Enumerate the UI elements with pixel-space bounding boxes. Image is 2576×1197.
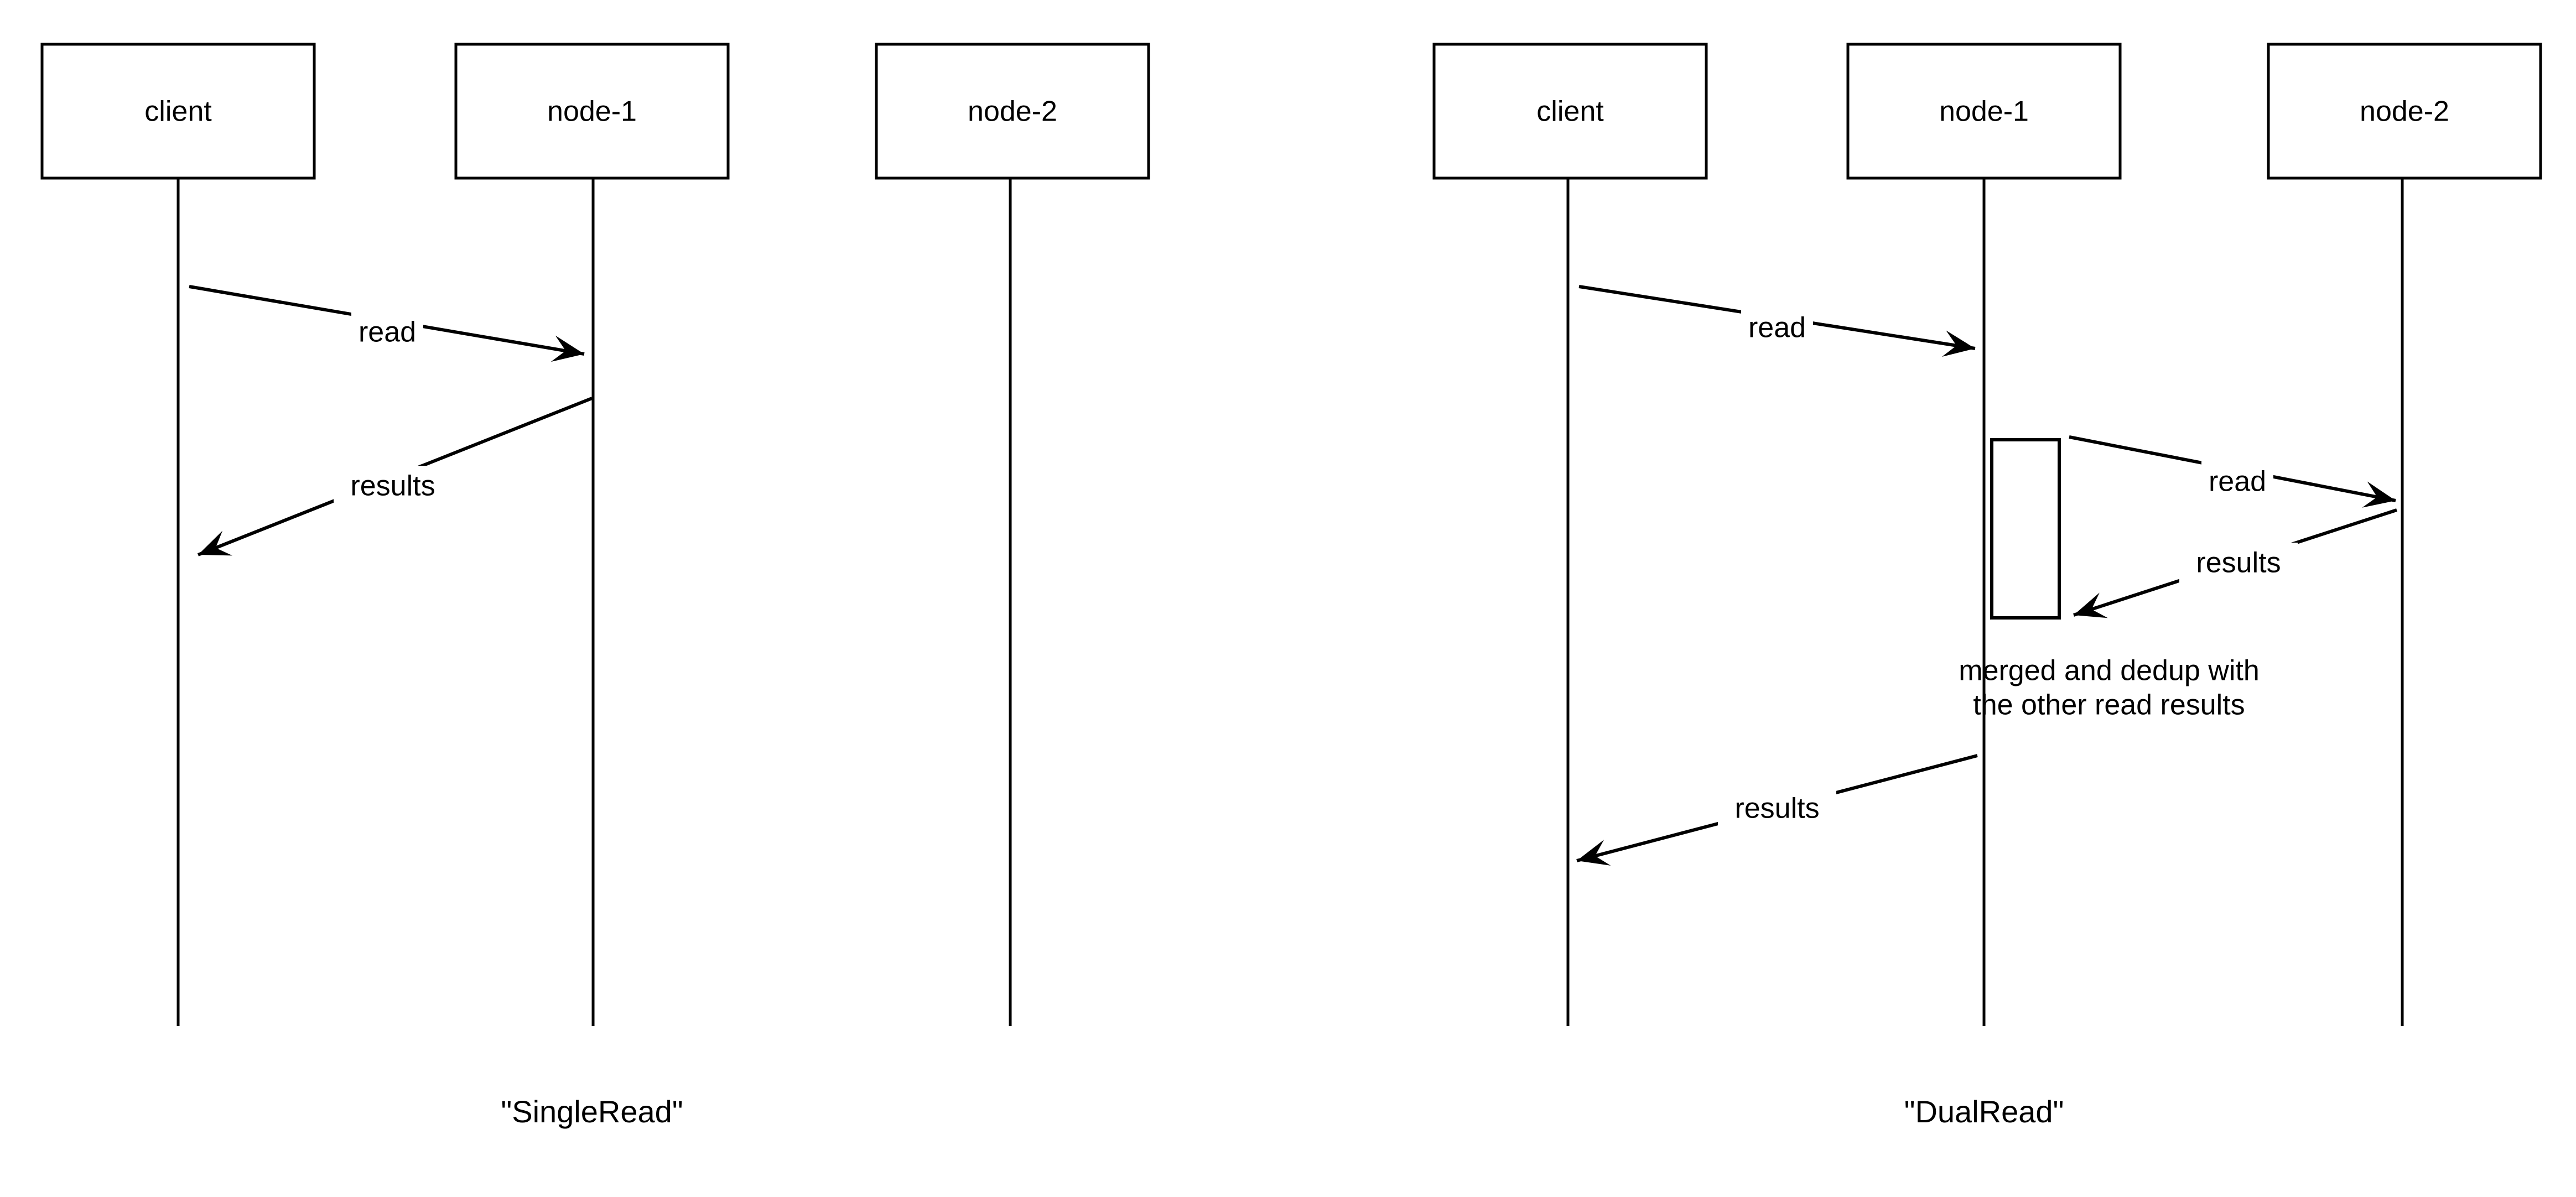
participant-box-client[interactable] bbox=[1432, 43, 1708, 180]
participant-label-client: client bbox=[144, 96, 212, 128]
note-line-0-1: the other read results bbox=[1973, 689, 2245, 721]
participant-label-node-1: node-1 bbox=[547, 96, 637, 128]
message-arrowhead-results-3 bbox=[1577, 840, 1611, 866]
diagram-dual-read: client node-1 node-2 read read results results… bbox=[1432, 43, 2542, 1129]
message-label-bg-0 bbox=[1741, 308, 1813, 347]
participant-box-node-2[interactable] bbox=[875, 43, 1150, 180]
note-line-0-0: merged and dedup with bbox=[1959, 655, 2260, 687]
participant-label-node-2: node-2 bbox=[2360, 96, 2449, 128]
message-label-read-0: read bbox=[359, 316, 416, 348]
activation-box-node-1-0 bbox=[1990, 438, 2061, 620]
participant-label-client: client bbox=[1536, 96, 1604, 128]
participant-box-node-1[interactable] bbox=[454, 43, 730, 180]
message-label-read-0: read bbox=[1748, 312, 1806, 344]
message-label-bg-0 bbox=[351, 312, 423, 352]
message-arrowhead-read-1 bbox=[2362, 481, 2396, 508]
message-arrowhead-results-2 bbox=[2074, 592, 2108, 618]
svg-root: client node-1 node-2 read results "SingleRead… bbox=[40, 43, 2542, 1129]
message-label-bg-3 bbox=[1718, 788, 1836, 828]
participant-box-client[interactable] bbox=[40, 43, 316, 180]
participant-label-node-1: node-1 bbox=[1939, 96, 2029, 128]
participant-box-node-2[interactable] bbox=[2267, 43, 2542, 180]
message-arrowhead-results-1 bbox=[198, 530, 232, 556]
message-arrowhead-read-0 bbox=[550, 335, 584, 362]
message-label-bg-1 bbox=[2201, 461, 2273, 501]
message-label-results-1: results bbox=[350, 470, 435, 502]
participant-box-node-1[interactable] bbox=[1846, 43, 2122, 180]
message-label-bg-2 bbox=[2179, 543, 2298, 582]
diagram-caption-single-read: "SingleRead" bbox=[501, 1094, 683, 1129]
message-label-results-3: results bbox=[1734, 793, 1819, 825]
message-label-results-2: results bbox=[2196, 547, 2281, 579]
message-label-read-1: read bbox=[2209, 466, 2266, 498]
diagram-caption-dual-read: "DualRead" bbox=[1904, 1094, 2064, 1129]
message-arrowhead-read-0 bbox=[1941, 330, 1975, 357]
diagram-single-read: client node-1 node-2 read results "SingleRead… bbox=[40, 43, 1150, 1129]
participant-label-node-2: node-2 bbox=[968, 96, 1057, 128]
message-label-bg-1 bbox=[334, 466, 452, 506]
